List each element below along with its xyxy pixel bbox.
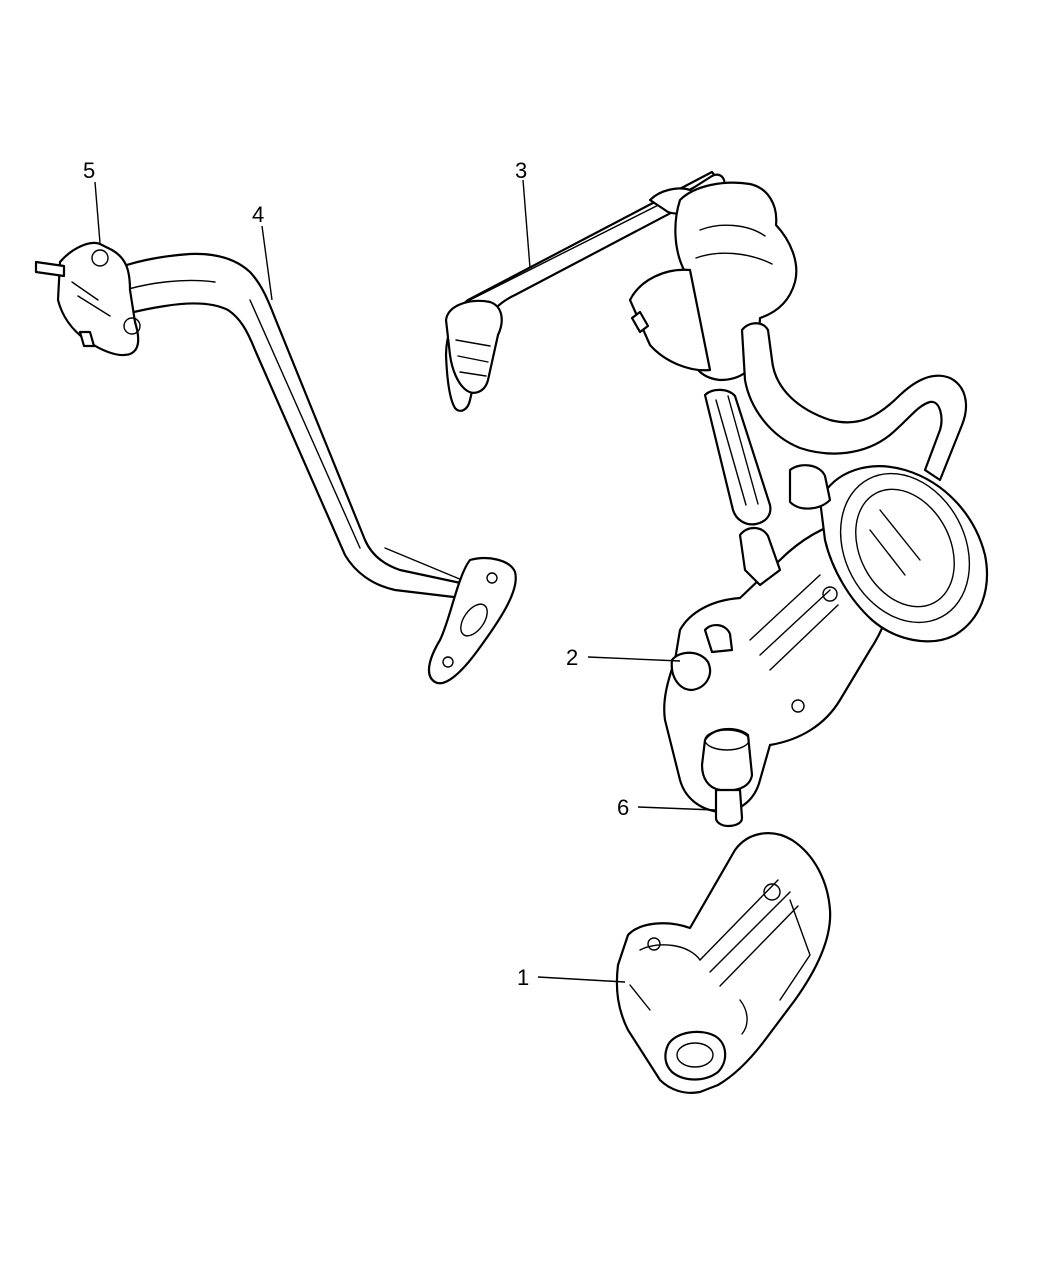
leader-line-4 xyxy=(261,225,273,301)
callout-4: 4 xyxy=(252,202,264,227)
part-2-egr-valve xyxy=(628,181,989,814)
callout-labels: 5 4 3 2 6 1 xyxy=(83,158,629,990)
leader-line-3 xyxy=(522,179,531,269)
leader-line-5 xyxy=(94,181,101,244)
callout-5: 5 xyxy=(83,158,95,183)
callout-1: 1 xyxy=(517,965,529,990)
callout-2: 2 xyxy=(566,645,578,670)
part-1-heat-shield xyxy=(615,832,832,1094)
leader-lines xyxy=(94,179,716,983)
part-6-stud xyxy=(714,788,744,828)
callout-6: 6 xyxy=(617,795,629,820)
leader-line-2 xyxy=(587,656,681,662)
callout-3: 3 xyxy=(515,158,527,183)
leader-line-1 xyxy=(537,976,626,983)
leader-line-6 xyxy=(637,806,716,811)
part-4-egr-tube xyxy=(34,241,517,685)
